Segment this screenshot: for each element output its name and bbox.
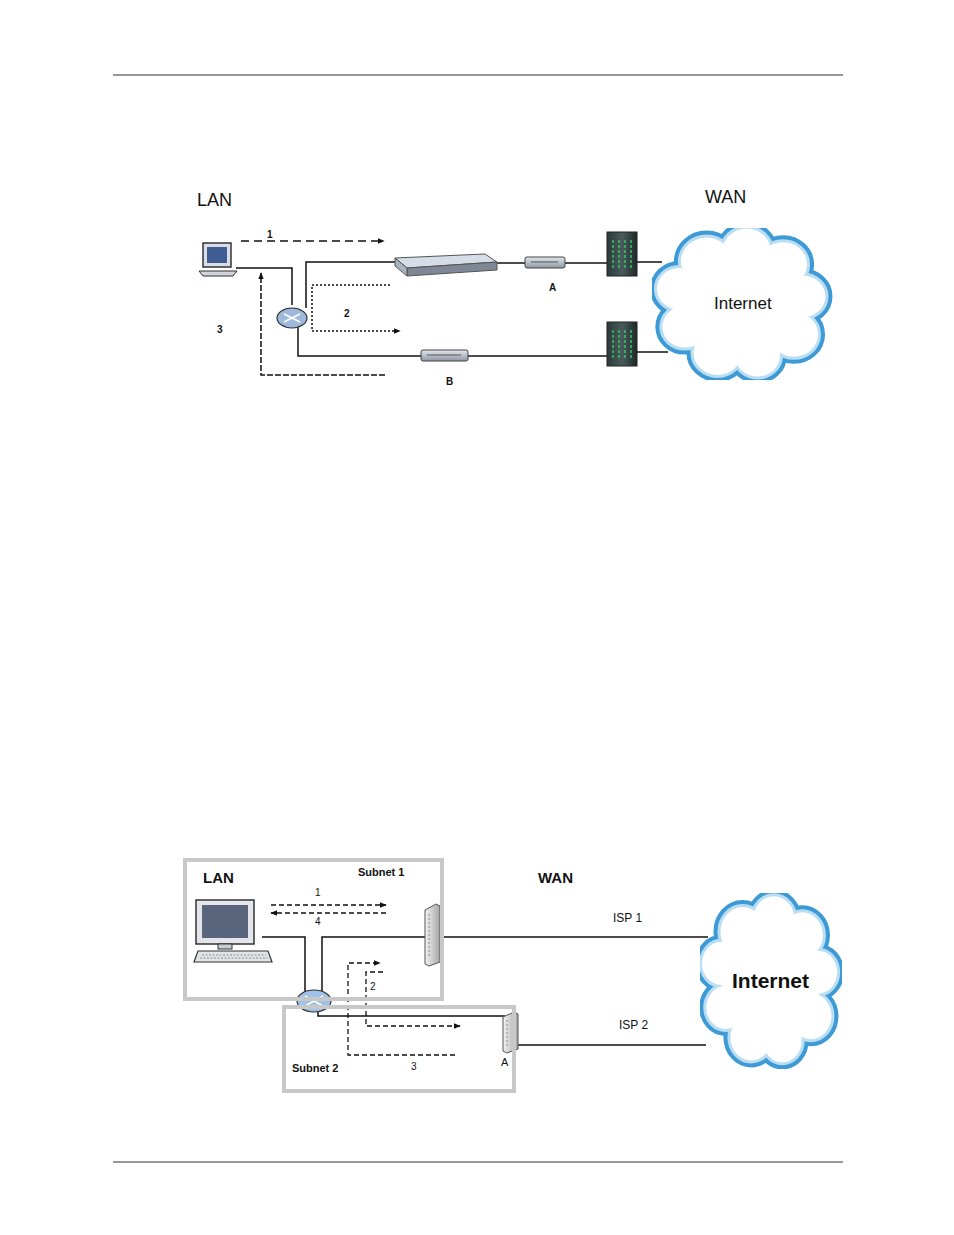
callout-number: 3 (217, 324, 223, 335)
zone-label: Subnet 1 (358, 866, 404, 878)
subnet-box: Subnet 2 (282, 1005, 516, 1093)
zone-label: WAN (705, 188, 746, 208)
callout-number: 3 (411, 1061, 417, 1072)
subnet-box: LAN Subnet 1 (183, 858, 444, 1001)
zone-label: LAN (197, 191, 232, 211)
internet-cloud: Internet (700, 893, 842, 1069)
zone-label: Subnet 2 (292, 1062, 338, 1074)
zone-label: LAN (203, 870, 234, 887)
callout-number: ISP 1 (613, 912, 642, 925)
diagram-one (199, 232, 668, 375)
cloud-label: Internet (732, 969, 809, 992)
callout-number: 2 (370, 981, 376, 992)
header-rule (113, 75, 843, 76)
diagram-two (194, 900, 708, 1055)
internet-cloud: Internet (652, 228, 834, 380)
callout-number: A (549, 282, 556, 293)
callout-number: 2 (344, 308, 350, 319)
callout-number: A (501, 1056, 508, 1068)
callout-number: ISP 2 (619, 1019, 648, 1032)
callout-number: B (446, 376, 453, 387)
zone-label: WAN (538, 870, 573, 887)
footer-rule (113, 1162, 843, 1163)
cloud-label: Internet (714, 295, 772, 314)
callout-number: 1 (315, 887, 321, 898)
callout-number: 1 (267, 229, 273, 240)
callout-number: 4 (315, 916, 321, 927)
